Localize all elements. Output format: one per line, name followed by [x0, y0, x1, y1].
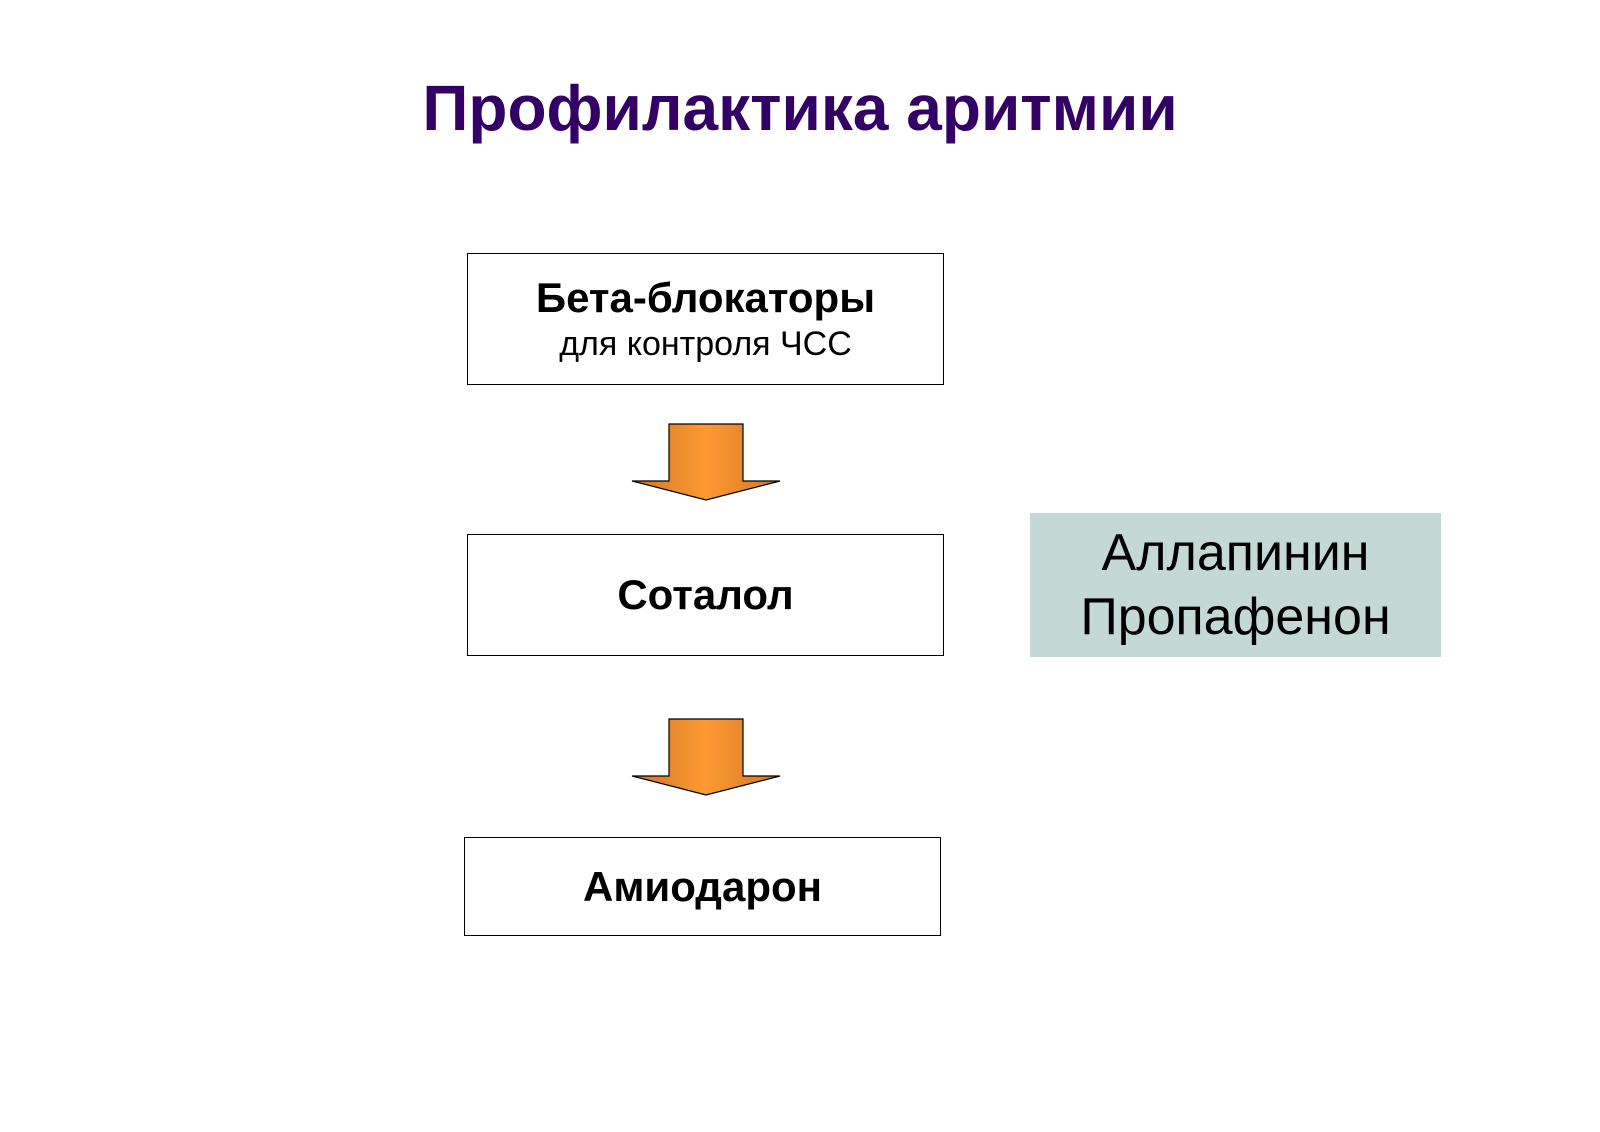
step-label-sotalol: Соталол	[617, 571, 794, 618]
step-label-beta-blockers: Бета-блокаторы	[535, 274, 876, 321]
slide-title: Профилактика аритмии	[422, 72, 1178, 144]
down-arrow-icon	[631, 718, 781, 796]
alternatives-box: Аллапинин Пропафенон	[1030, 513, 1441, 657]
step-box-beta-blockers: Бета-блокаторы для контроля ЧСС	[467, 253, 944, 385]
down-arrow-icon	[631, 423, 781, 501]
step-sublabel-beta-blockers: для контроля ЧСС	[559, 325, 852, 363]
step-label-amiodarone: Амиодарон	[582, 862, 823, 910]
alternative-allapinin: Аллапинин	[1101, 524, 1370, 582]
alternative-propafenone: Пропафенон	[1080, 588, 1391, 646]
step-box-amiodarone: Амиодарон	[464, 837, 941, 936]
step-box-sotalol: Соталол	[467, 534, 944, 656]
